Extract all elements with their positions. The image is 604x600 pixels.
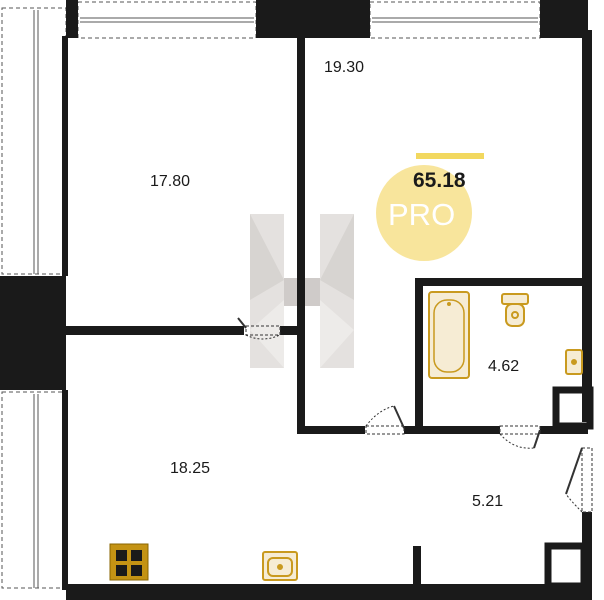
pro-logo: PRO 65.18 [376,153,484,261]
room-labels: 17.80 19.30 4.62 18.25 5.21 [150,59,519,510]
accent-bar [416,153,484,159]
room-area-18-25: 18.25 [170,460,210,477]
bathroom-sink [565,349,583,375]
bathtub [428,291,470,379]
room-area-17-80: 17.80 [150,173,190,190]
room-area-5-21: 5.21 [472,493,503,510]
room-area-4-62: 4.62 [488,358,519,375]
watermark-logo [250,214,354,368]
kitchen-sink [262,551,298,581]
left-windows [1,7,67,589]
toilet [501,293,529,327]
room-area-19-30: 19.30 [324,59,364,76]
stove [109,543,149,581]
doors [237,317,593,513]
logo-text: PRO [388,197,455,232]
total-area: 65.18 [413,169,466,192]
logo-circle [376,165,472,261]
